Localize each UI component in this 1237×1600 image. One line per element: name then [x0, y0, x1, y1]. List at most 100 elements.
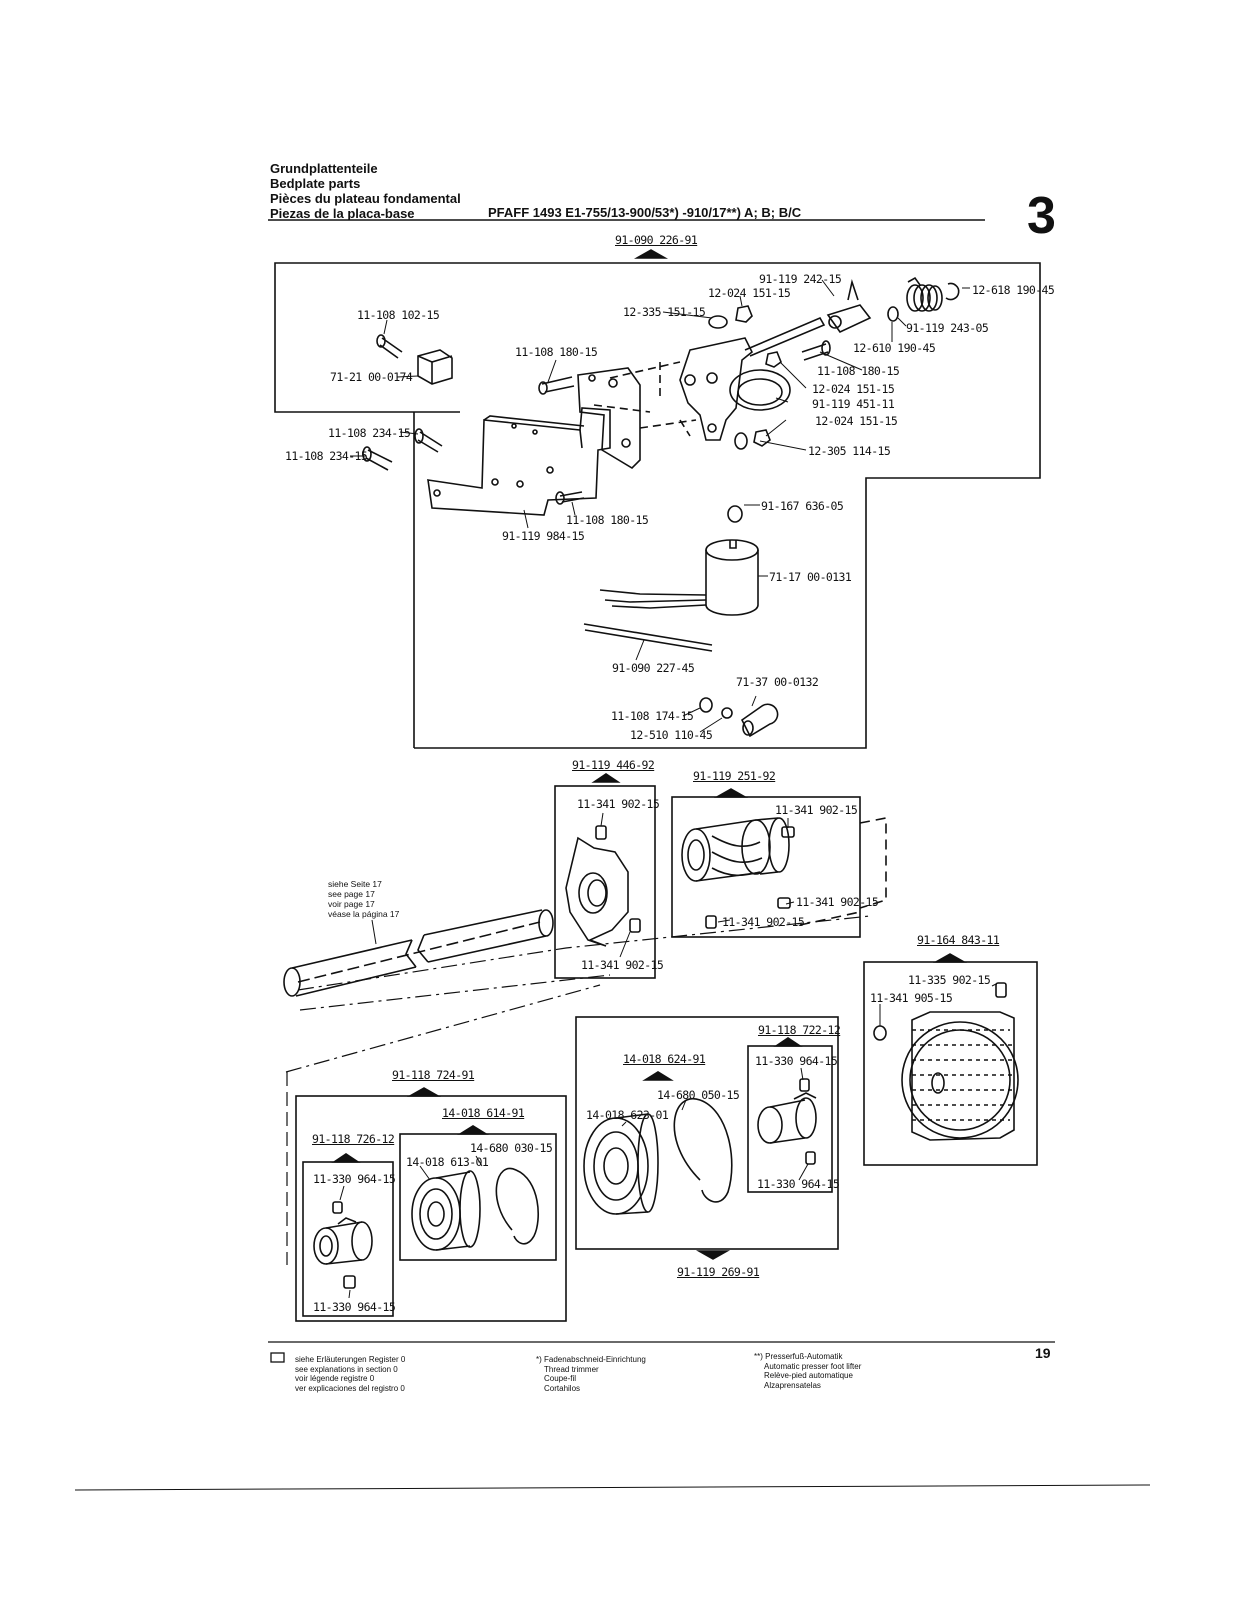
title-de: Grundplattenteile — [270, 161, 378, 176]
pulley-frame — [863, 961, 1038, 1166]
label-assembly-cam: 91-119 446-92 — [572, 758, 655, 772]
part-label: 71-17 00-0131 — [769, 570, 852, 584]
screw-174 — [699, 697, 713, 713]
label-assembly-bearing-right-group: 91-119 269-91 — [677, 1265, 760, 1279]
part-label: 11-341 902-15 — [722, 915, 805, 929]
part-label: 11-108 180-15 — [566, 513, 649, 527]
label-assembly-collar-left: 91-118 726-12 — [312, 1132, 395, 1146]
shaft — [283, 909, 554, 997]
shaft-pin — [744, 316, 826, 357]
set-screw-pulley-b — [873, 1025, 887, 1041]
part-label: 14-018 623-01 — [586, 1108, 669, 1122]
screw-top-left — [379, 337, 403, 359]
cam-frame — [554, 785, 656, 979]
nut-12-024-b — [765, 351, 782, 368]
part-label: 11-335 902-15 — [908, 973, 991, 987]
part-label: 11-341 902-15 — [775, 803, 858, 817]
part-label: 12-024 151-15 — [708, 286, 791, 300]
retaining-ring-a — [945, 282, 960, 301]
toothed-pulley — [901, 1011, 1019, 1141]
arrow-main — [633, 249, 669, 259]
part-label: 14-680 050-15 — [657, 1088, 740, 1102]
hose — [583, 623, 713, 652]
label-assembly-bearing-left-group: 91-118 724-91 — [392, 1068, 475, 1082]
part-label: 71-37 00-0132 — [736, 675, 819, 689]
arrow-bearing-left-group — [406, 1087, 442, 1097]
part-label: 11-341 902-15 — [581, 958, 664, 972]
part-label: 71-21 00-0174 — [330, 370, 413, 384]
lock-washer — [721, 707, 733, 719]
part-label: 11-330 964-15 — [757, 1177, 840, 1191]
terminal-block — [417, 349, 453, 385]
section-titles: Grundplattenteile Bedplate parts Pièces … — [270, 161, 461, 221]
title-en: Bedplate parts — [270, 176, 361, 191]
part-label: 11-108 180-15 — [817, 364, 900, 378]
part-label: 11-108 174-15 — [611, 709, 694, 723]
set-screw-collar-left-a — [332, 1201, 343, 1214]
part-label: 11-330 964-15 — [755, 1054, 838, 1068]
nut-12-024-c — [753, 429, 771, 447]
part-label: 14-680 030-15 — [470, 1141, 553, 1155]
part-label: 11-330 964-15 — [313, 1172, 396, 1186]
footer-legend-presser-foot: **) Presserfuß-Automatik Automatic press… — [754, 1352, 862, 1390]
model-designation: PFAFF 1493 E1-755/13-900/53*) -910/17**)… — [488, 205, 802, 220]
torsion-spring — [906, 276, 943, 312]
screw-upper — [541, 376, 575, 393]
part-label: 11-341 905-15 — [870, 991, 953, 1005]
label-assembly-collar-right: 91-118 722-12 — [758, 1023, 841, 1037]
see-page-note: siehe Seite 17 see page 17 voir page 17 … — [328, 879, 400, 919]
part-label: 12-305 114-15 — [808, 444, 891, 458]
part-label: 11-108 234-15 — [285, 449, 368, 463]
angle-plate — [577, 367, 641, 470]
washer-12-305 — [734, 432, 748, 450]
part-label: 91-119 984-15 — [502, 529, 585, 543]
o-ring — [727, 505, 743, 523]
title-fr: Pièces du plateau fondamental — [270, 191, 461, 206]
part-label: 11-341 902-15 — [577, 797, 660, 811]
arrow-collar-right — [773, 1037, 803, 1047]
retaining-ring-right — [673, 1097, 733, 1203]
bearing-right-group-frame — [575, 1016, 839, 1250]
part-label: 11-108 180-15 — [515, 345, 598, 359]
set-screw-cam-bottom — [629, 918, 641, 933]
arrow-pulley — [932, 953, 968, 963]
footer-legend-explanations: siehe Erläuterungen Register 0 see expla… — [295, 1355, 406, 1393]
part-label: 11-108 102-15 — [357, 308, 440, 322]
part-label: 12-335 151-15 — [623, 305, 706, 319]
set-screw-cam-top — [595, 825, 607, 840]
set-screw-collar-right-b — [805, 1151, 816, 1165]
collar-right — [757, 1092, 817, 1144]
cable-clip — [740, 703, 779, 738]
bearing-left-frame — [399, 1133, 557, 1261]
set-screw-pulley-a — [995, 982, 1007, 998]
label-assembly-clutch: 91-119 251-92 — [693, 769, 776, 783]
part-label: 11-341 902-15 — [796, 895, 879, 909]
lever-link — [826, 304, 872, 334]
title-es: Piezas de la placa-base — [270, 206, 415, 221]
ball-bearing-right — [583, 1113, 659, 1215]
set-screw-collar-left-b — [343, 1275, 356, 1289]
lever — [679, 337, 754, 441]
washer-12-610 — [887, 306, 899, 322]
page-number: 19 — [1035, 1345, 1051, 1361]
main-assembly-frame — [274, 262, 1041, 749]
ball-bearing-left — [411, 1170, 481, 1251]
label-assembly-main: 91-090 226-91 — [615, 233, 698, 247]
collar-left — [313, 1217, 373, 1265]
solenoid — [599, 539, 759, 616]
part-label: 12-510 110-45 — [630, 728, 713, 742]
clutch-frame — [671, 796, 861, 938]
nut-12-024-a — [735, 305, 753, 323]
part-label: 91-090 227-45 — [612, 661, 695, 675]
part-label: 91-119 243-05 — [906, 321, 989, 335]
part-label: 91-167 636-05 — [761, 499, 844, 513]
collar-left-frame — [302, 1161, 394, 1317]
label-assembly-bearing-right: 14-018 624-91 — [623, 1052, 706, 1066]
retaining-ring-left — [495, 1167, 539, 1245]
set-screw-collar-right-a — [799, 1078, 810, 1092]
clamp-ring — [729, 369, 791, 411]
arrow-cam — [591, 773, 621, 783]
arrow-collar-left — [331, 1153, 361, 1163]
collar-right-frame — [747, 1045, 833, 1193]
